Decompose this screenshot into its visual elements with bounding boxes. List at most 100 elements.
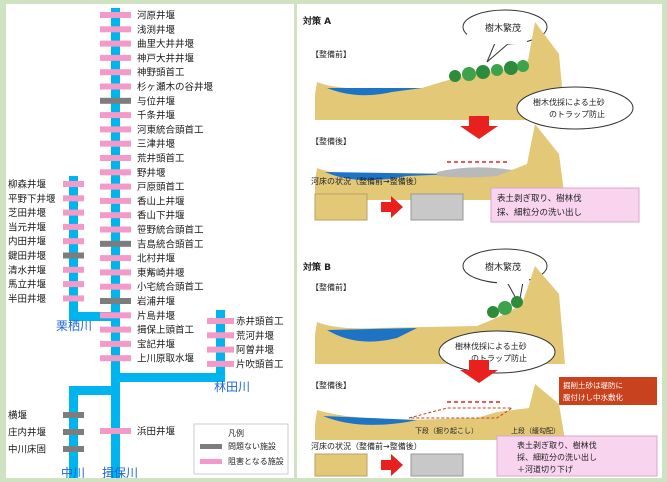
measure-b-after-label: 【整備後】 [311,380,351,390]
weir-marker [100,255,131,262]
measure-a-action-line1: 表土剥ぎ取り、樹林伐 [497,193,582,204]
measure-b-upper-tier: 上段（緩勾配） [511,426,560,435]
weir-label: 庄内井堰 [8,427,47,439]
weir-label: 神野頭首工 [137,67,185,79]
measure-a-riverbed-status: 河床の状況（整備前→整備後） [311,176,422,186]
weir-marker [100,169,131,176]
measure-b-riverbed-status: 河床の状況（整備前→整備後） [311,441,422,451]
measure-b-excavation-line1: 掘削土砂は堤防に [563,380,623,390]
measure-a-bubble: 樹木繁茂 [462,9,548,63]
measure-a-sediment [437,167,512,178]
measure-a-after-water [325,172,457,181]
measure-b-bubble: 樹木繁茂 [462,248,548,306]
measure-b-down-arrow [460,360,498,383]
weir-marker [63,181,84,187]
measure-b-trap-note-line1: 樹林伐採による土砂 [455,341,527,351]
weir-label: 吉島統合頭首工 [137,238,204,250]
measure-a-before-water [327,88,422,96]
legend-pink-swatch [200,459,222,464]
hayashida-confluence [111,373,225,382]
weir-marker [63,412,84,418]
weir-marker [63,266,84,273]
weir-marker [100,83,131,90]
legend-obstacle-label: 阻害となる施設 [228,456,284,466]
weir-label: 浅渕井堰 [137,24,176,36]
weir-label: 横堰 [8,410,28,422]
weir-label: 半田井堰 [8,293,47,305]
weir-marker [100,312,131,319]
measure-b-bubble-text: 樹木繁茂 [485,261,521,273]
weir-label: 北村井堰 [137,253,176,265]
measure-b-bed-before [314,453,368,477]
measure-b-excavation-line2: 腹付けし中水敷化 [563,392,623,402]
measure-b-action-box [496,435,658,477]
weir-label: 当元井堰 [8,221,47,233]
measure-a-action-line2: 採、細粒分の洗い出し [497,207,582,218]
weir-marker [207,332,234,339]
weir-label: 香山下井堰 [137,210,185,222]
weir-label: 河原井堰 [137,10,176,22]
weir-label: 岩浦井堰 [137,296,176,308]
legend-no-problem-label: 問題ない施設 [228,441,276,451]
weir-marker [100,112,131,119]
weir-marker [100,340,131,347]
weir-markers [63,12,234,452]
weir-label: 宝記井堰 [137,338,176,350]
measure-b-action-line2: 採、細粒分の洗い出し [517,452,597,462]
measure-a-before-ground [315,22,565,120]
weir-label: 戸原頭首工 [137,181,185,193]
measure-b-lower-tier: 下段（掘り起こし） [415,426,478,435]
weir-marker [100,54,131,61]
measure-b-before-label: 【整備前】 [311,282,351,292]
measure-b-after-water [323,416,417,425]
weir-label: 三津井堰 [137,138,176,150]
weir-marker [207,318,234,324]
weir-label: 杉ヶ瀬木の谷井堰 [137,81,214,93]
trap-note-bubble [438,330,556,374]
weir-marker [100,428,131,434]
legend-gray-swatch [200,444,222,449]
hayashida-river [216,310,225,382]
weir-marker [100,26,131,33]
weir-marker [207,346,234,353]
measure-a-before-label: 【整備前】 [311,49,351,59]
measure-a-trap-note-line1: 樹木伐採による土砂 [533,97,605,107]
weir-label: 浜田井堰 [137,426,176,438]
weir-label: 中川床固 [8,444,46,456]
weir-marker [63,281,84,288]
weir-marker [100,140,131,147]
weir-label: 内田井堰 [8,236,47,248]
weir-label: 香山上井堰 [137,195,185,207]
measure-a-trap-note: 樹木伐採による土砂 のトラップ防止 [516,86,634,130]
weir-marker [100,298,131,304]
measure-a-trees [449,60,529,82]
weir-marker [63,252,84,259]
weir-marker [100,212,131,219]
weir-label: 馬立井堰 [8,279,47,291]
weir-marker [100,197,131,204]
weir-label: 鍵田井堰 [8,250,47,262]
weir-marker [100,155,131,161]
weir-marker [100,126,131,133]
weir-marker [63,238,84,245]
weir-label: 上川原取水堰 [137,353,195,365]
measure-a-trap-note-line2: のトラップ防止 [549,109,605,119]
measure-b-trap-note-line2: のトラップ防止 [471,353,527,363]
weir-label: 笹野統合頭首工 [137,224,204,236]
countermeasure-diagram: 対策 A 樹木繁茂 【整備前】 樹木伐採による土砂 のトラップ防止 【整備後】 … [302,9,658,477]
weir-marker [63,209,84,216]
weir-marker [63,429,84,435]
naka-confluence [69,386,120,395]
weir-label: 阿曽井堰 [236,344,275,356]
measure-a-after-ground [315,124,565,200]
measure-b-bed-arrow [381,454,403,476]
bubble-tail [486,42,511,63]
weir-marker [100,355,131,362]
weir-label: 清水井堰 [8,264,47,276]
weir-label: 与位井堰 [137,95,176,107]
weir-marker [100,326,131,333]
weir-marker [63,446,84,452]
measure-b-trap-note: 樹林伐採による土砂 のトラップ防止 [438,330,556,374]
weir-label: 野井堰 [137,167,166,179]
measure-b-before-water [327,328,417,342]
